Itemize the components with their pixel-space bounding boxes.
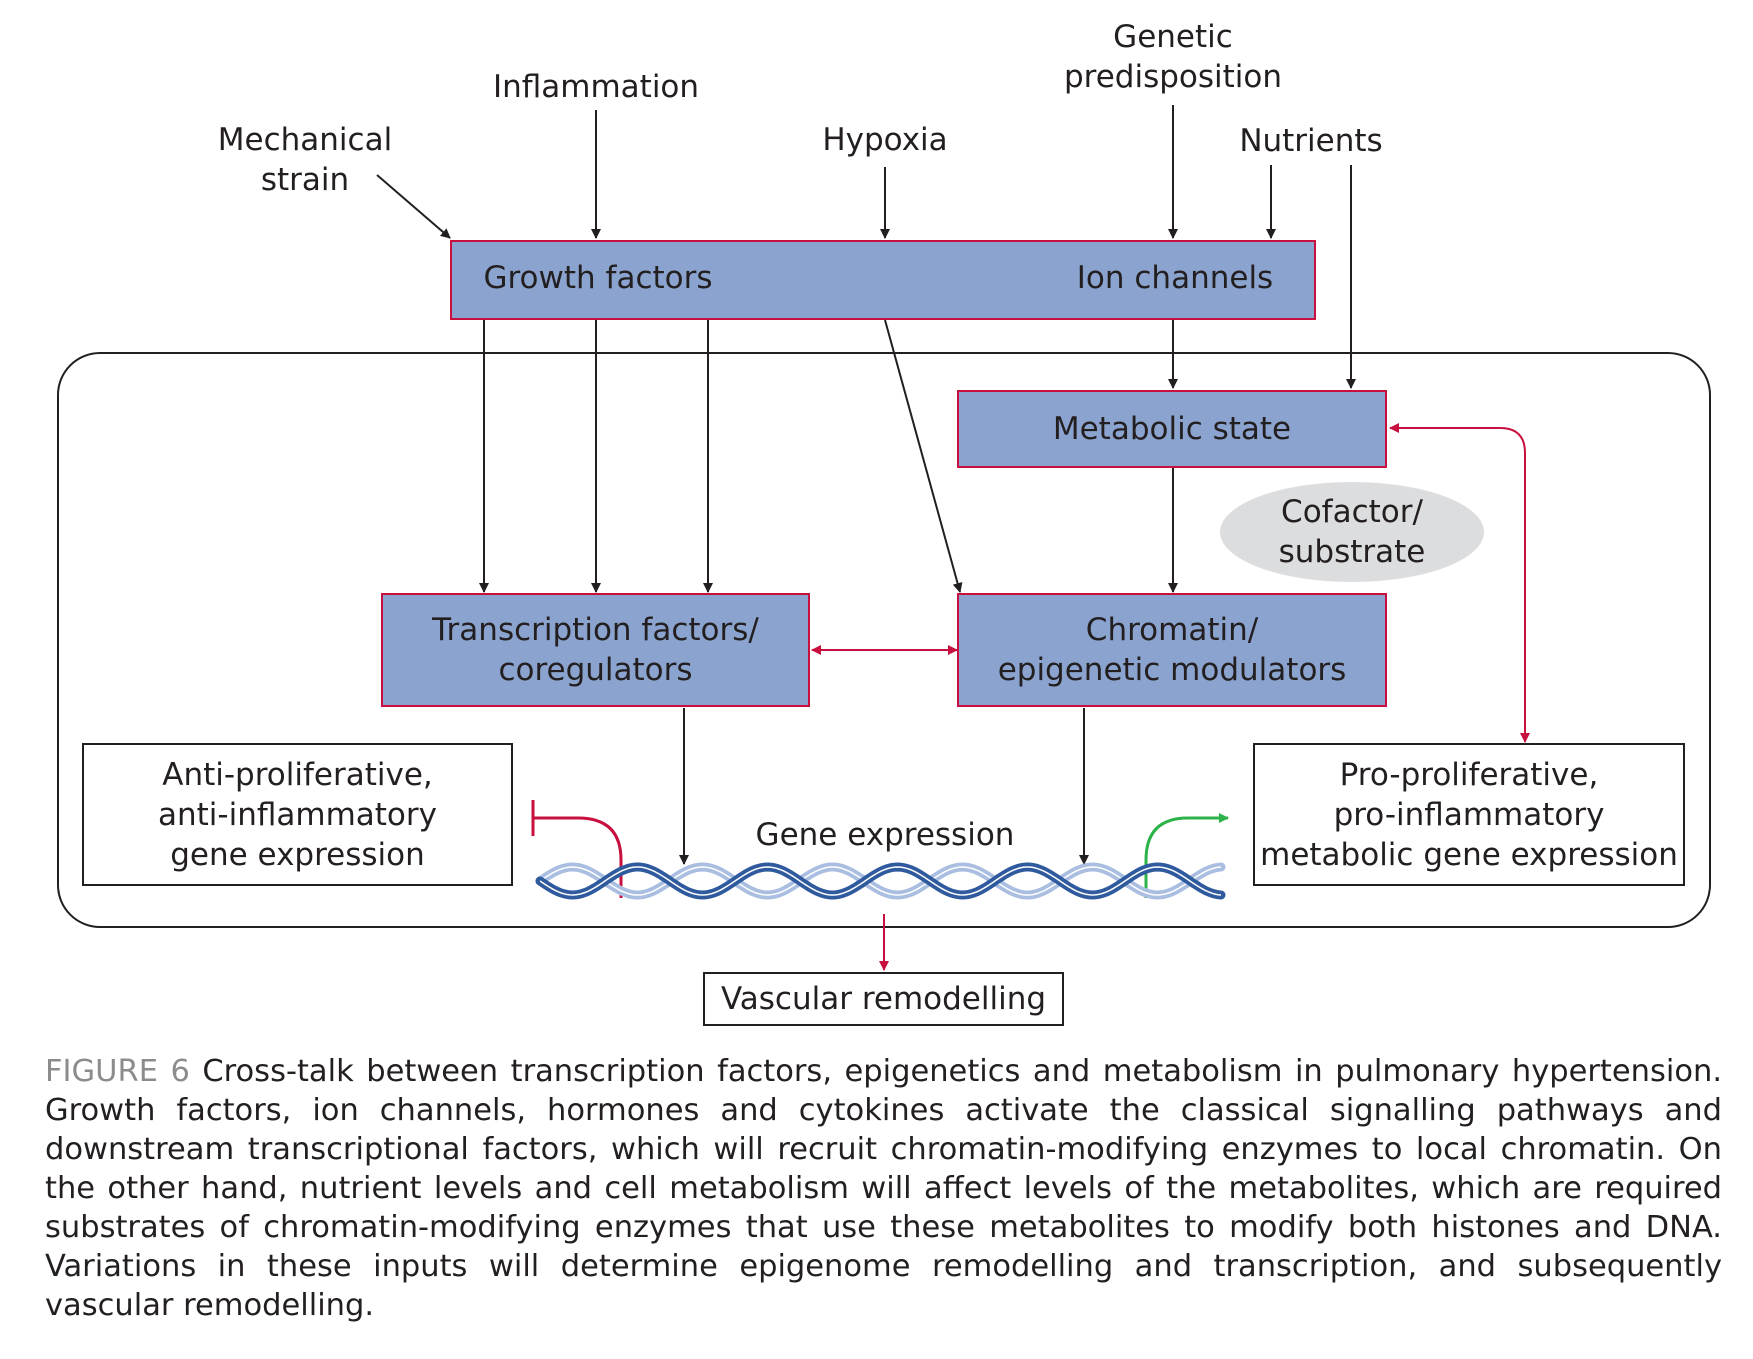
cofactor-substrate-label: Cofactor/ substrate: [1220, 492, 1484, 572]
chromatin-box: Chromatin/ epigenetic modulators: [957, 593, 1387, 707]
mechanical-strain-line1: Mechanical: [217, 122, 393, 158]
transcription-factors-box: Transcription factors/ coregulators: [381, 593, 810, 707]
arrow-layer: [57, 105, 1711, 971]
input-nutrients: Nutrients: [1239, 123, 1383, 159]
metabolic-state-label: Metabolic state: [1052, 411, 1292, 447]
figure-caption: FIGURE 6 Cross-talk between transcriptio…: [45, 1052, 1722, 1325]
arrow-mechanical-strain: [376, 174, 451, 239]
dna-strand-highlight: [539, 866, 1222, 896]
figure-label: FIGURE 6: [45, 1054, 190, 1089]
tf-line1: Transcription factors/: [432, 612, 759, 648]
activation-arrow: [1144, 813, 1229, 898]
tf-line2: coregulators: [498, 652, 693, 688]
inhibition-arrow: [533, 816, 623, 898]
gene-expression-label: Gene expression: [755, 817, 1015, 853]
anti-line1: Anti-proliferative,: [162, 756, 433, 793]
genetic-line1: Genetic: [1113, 19, 1233, 55]
cofactor-ellipse: [1220, 482, 1484, 582]
transcription-factors-label: Transcription factors/ coregulators: [432, 610, 759, 690]
cofactor-line2: substrate: [1278, 534, 1426, 570]
pro-proliferative-box: Pro-proliferative, pro-inflammatory meta…: [1253, 743, 1685, 886]
cofactor-line1: Cofactor/: [1281, 494, 1423, 530]
vascular-remodelling-box: Vascular remodelling: [703, 972, 1064, 1026]
input-genetic-predisposition: Genetic predisposition: [1043, 17, 1303, 97]
dna-helix-icon: [535, 862, 1226, 900]
input-inflammation: Inflammation: [492, 69, 700, 105]
caption-text: Cross-talk between transcription factors…: [45, 1054, 1723, 1323]
anti-line2: anti-inflammatory: [158, 796, 437, 833]
dna-strand-highlight: [539, 866, 1222, 896]
pro-proliferative-label: Pro-proliferative, pro-inflammatory meta…: [1260, 755, 1678, 875]
pro-line3: metabolic gene expression: [1260, 836, 1678, 873]
pro-line2: pro-inflammatory: [1333, 796, 1605, 833]
pro-line1: Pro-proliferative,: [1339, 756, 1599, 793]
genetic-line2: predisposition: [1063, 59, 1283, 95]
pathway-diagram: Mechanical strain Inflammation Hypoxia G…: [57, 17, 1711, 1026]
input-mechanical-strain: Mechanical strain: [205, 120, 405, 200]
growth-factors-label: Growth factors: [483, 260, 713, 296]
input-hypoxia: Hypoxia: [822, 122, 948, 158]
anti-line3: gene expression: [170, 836, 425, 873]
chromatin-line1: Chromatin/: [1085, 612, 1259, 648]
anti-proliferative-box: Anti-proliferative, anti-inflammatory ge…: [82, 743, 513, 886]
chromatin-line2: epigenetic modulators: [997, 652, 1347, 688]
arrow-gf-chromatin: [884, 319, 963, 593]
chromatin-label: Chromatin/ epigenetic modulators: [998, 610, 1347, 690]
growth-ion-box: Growth factors Ion channels: [450, 240, 1316, 320]
ion-channels-label: Ion channels: [1076, 260, 1274, 296]
vascular-remodelling-label: Vascular remodelling: [720, 981, 1047, 1017]
mechanical-strain-line2: strain: [260, 162, 350, 198]
arrow-metabolic-proproliferative: [1389, 423, 1530, 743]
anti-proliferative-label: Anti-proliferative, anti-inflammatory ge…: [158, 755, 437, 875]
metabolic-state-box: Metabolic state: [957, 390, 1387, 468]
